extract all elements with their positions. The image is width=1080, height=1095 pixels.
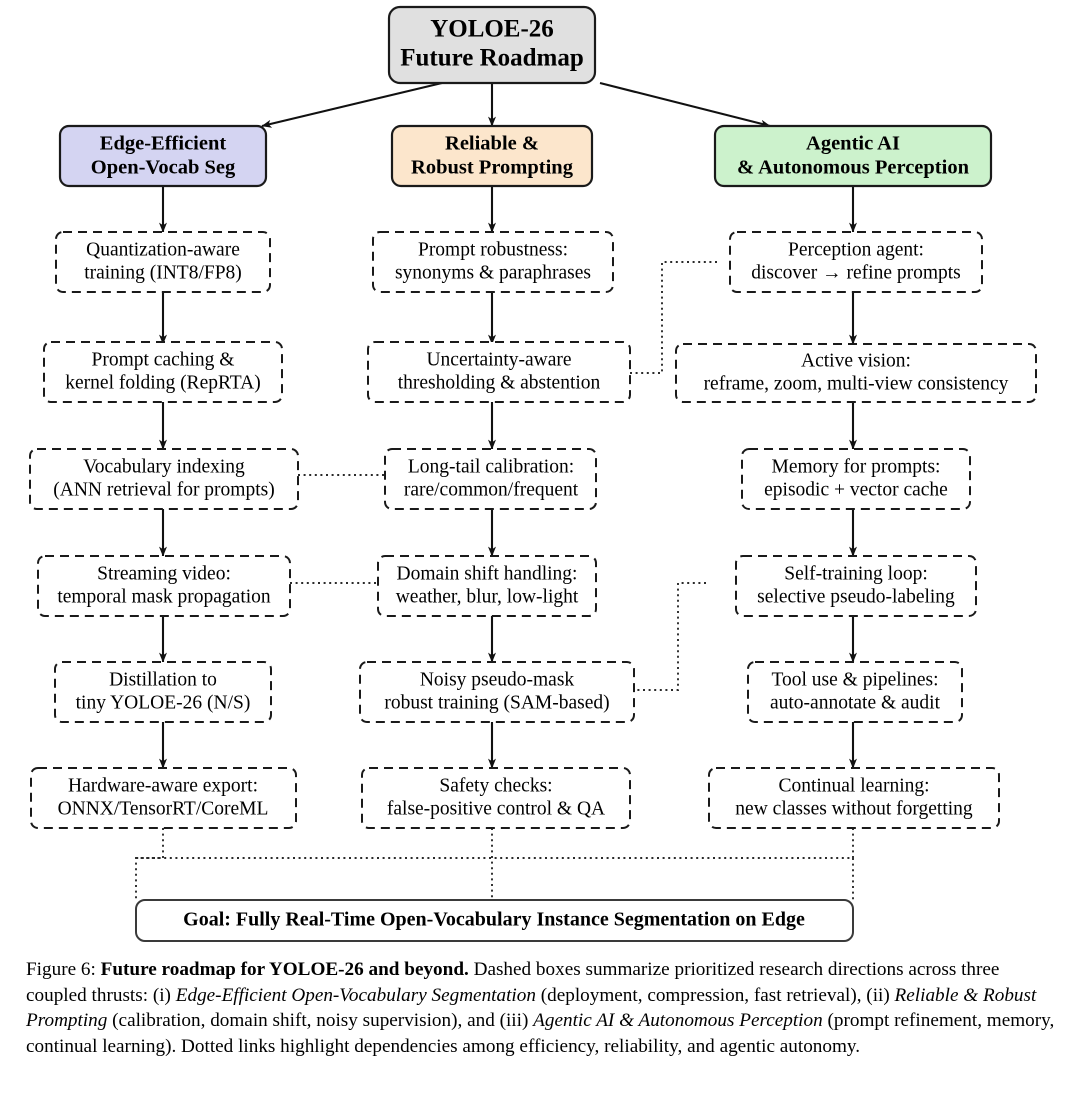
node-domain-shift-handling[interactable]: Domain shift handling: weather, blur, lo… (377, 555, 597, 617)
leaf-label-line-1: Noisy pseudo-mask (420, 669, 575, 690)
node-hardware-aware-export[interactable]: Hardware-aware export: ONNX/TensorRT/Cor… (30, 767, 297, 829)
leaf-label-line-1: Domain shift handling: (397, 563, 578, 584)
leaf-label-line-1: Prompt robustness: (418, 239, 568, 260)
pillar-agentic-line-1: Agentic AI (806, 133, 900, 155)
leaf-label-line-1: Distillation to (109, 669, 217, 690)
leaf-label-line-1: Perception agent: (788, 239, 924, 260)
leaf-label-line-2: tiny YOLOE-26 (N/S) (76, 692, 251, 713)
node-long-tail-calibration[interactable]: Long-tail calibration: rare/common/frequ… (384, 448, 597, 510)
node-goal[interactable]: Goal: Fully Real-Time Open-Vocabulary In… (135, 899, 854, 942)
connector-layer (135, 81, 857, 900)
node-uncertainty-aware-thresholding[interactable]: Uncertainty-aware thresholding & abstent… (367, 341, 631, 403)
node-pillar-reliable[interactable]: Reliable & Robust Prompting (390, 124, 594, 188)
caption-emphasis-1: Edge-Efficient Open-Vocabulary Segmentat… (175, 984, 536, 1006)
leaf-label-line-2: selective pseudo-labeling (757, 586, 955, 607)
node-prompt-robustness[interactable]: Prompt robustness: synonyms & paraphrase… (372, 231, 614, 293)
leaf-label-line-2: synonyms & paraphrases (395, 262, 591, 283)
roadmap-flowchart: YOLOE-26 Future Roadmap Edge-Efficient O… (29, 5, 1037, 942)
dotted-link-selftraining-to-noisymask (634, 582, 706, 691)
caption-emphasis-3: Agentic AI & Autonomous Perception (533, 1010, 823, 1032)
pillar-reliable-line-2: Robust Prompting (411, 157, 574, 179)
pillar-agentic-line-2: & Autonomous Perception (737, 157, 970, 179)
leaf-label-line-1: Memory for prompts: (772, 456, 941, 477)
caption-body-2: (deployment, compression, fast retrieval… (535, 984, 895, 1006)
leaf-label-line-2: new classes without forgetting (735, 798, 973, 819)
dotted-link-hardware-export-to-goal (135, 828, 164, 900)
leaf-label-line-2: training (INT8/FP8) (84, 262, 242, 283)
leaf-label-line-1: Self-training loop: (784, 563, 928, 584)
leaf-label-line-2: reframe, zoom, multi-view consistency (704, 373, 1009, 394)
leaf-label-line-1: Long-tail calibration: (408, 456, 574, 477)
leaf-label-line-2: discover → refine prompts (751, 262, 961, 283)
node-active-vision[interactable]: Active vision: reframe, zoom, multi-view… (675, 343, 1037, 403)
caption-body-1: Dashed boxes summarize prioritized resea… (26, 959, 1000, 1006)
leaf-label-line-1: Prompt caching & (92, 349, 235, 370)
caption-body-3: (calibration, domain shift, noisy superv… (107, 1010, 534, 1032)
root-title-line-1: YOLOE-26 (430, 16, 554, 43)
node-streaming-video[interactable]: Streaming video: temporal mask propagati… (37, 555, 291, 617)
node-noisy-pseudo-mask[interactable]: Noisy pseudo-mask robust training (SAM-b… (359, 661, 635, 723)
node-distillation-tiny-yoloe[interactable]: Distillation to tiny YOLOE-26 (N/S) (54, 661, 272, 723)
root-title-line-2: Future Roadmap (400, 45, 584, 72)
leaf-label-line-2: robust training (SAM-based) (384, 692, 609, 713)
caption-body-4: (prompt refinement, memory, continual le… (26, 1010, 1055, 1057)
edge-root-to-agentic-pillar (599, 81, 771, 128)
leaf-label-line-1: Quantization-aware (86, 239, 240, 260)
node-safety-checks[interactable]: Safety checks: false-positive control & … (361, 767, 631, 829)
caption-figure-label: Figure 6: (26, 959, 96, 980)
edge-root-to-edge-pillar (261, 81, 443, 128)
pillar-edge-line-1: Edge-Efficient (100, 133, 227, 155)
pillar-reliable-line-1: Reliable & (445, 133, 539, 155)
caption-emphasis-2: Reliable & Robust Prompting (26, 984, 1037, 1032)
node-tool-use-pipelines[interactable]: Tool use & pipelines: auto-annotate & au… (747, 661, 963, 723)
goal-label: Goal: Fully Real-Time Open-Vocabulary In… (183, 909, 805, 931)
node-continual-learning[interactable]: Continual learning: new classes without … (708, 767, 1000, 829)
node-self-training-loop[interactable]: Self-training loop: selective pseudo-lab… (735, 555, 977, 617)
node-perception-agent[interactable]: Perception agent: discover → refine prom… (729, 231, 983, 293)
leaf-label-line-2: weather, blur, low-light (396, 586, 579, 607)
leaf-label-line-1: Active vision: (801, 350, 911, 371)
leaf-label-line-1: Safety checks: (439, 775, 552, 796)
leaf-label-line-2: thresholding & abstention (398, 372, 601, 393)
node-quantization-aware-training[interactable]: Quantization-aware training (INT8/FP8) (55, 231, 271, 293)
leaf-label-line-1: Hardware-aware export: (68, 775, 258, 796)
leaf-label-line-2: auto-annotate & audit (770, 692, 941, 713)
figure-caption: Figure 6: Future roadmap for YOLOE-26 an… (26, 957, 1058, 1060)
leaf-label-line-2: episodic + vector cache (764, 479, 948, 500)
leaf-label-line-2: kernel folding (RepRTA) (65, 372, 260, 393)
node-pillar-edge[interactable]: Edge-Efficient Open-Vocab Seg (58, 124, 268, 188)
leaf-label-line-2: (ANN retrieval for prompts) (53, 479, 274, 500)
node-root[interactable]: YOLOE-26 Future Roadmap (387, 5, 597, 85)
node-memory-for-prompts[interactable]: Memory for prompts: episodic + vector ca… (741, 448, 971, 510)
leaf-label-line-1: Uncertainty-aware (426, 349, 571, 370)
dotted-link-continual-learning-to-goal (136, 828, 854, 859)
leaf-label-line-2: temporal mask propagation (57, 586, 271, 607)
leaf-label-line-1: Streaming video: (97, 563, 231, 584)
pillar-edge-line-2: Open-Vocab Seg (91, 157, 236, 179)
leaf-label-line-2: ONNX/TensorRT/CoreML (58, 798, 269, 819)
leaf-label-line-1: Continual learning: (778, 775, 929, 796)
caption-title: Future roadmap for YOLOE-26 and beyond. (100, 959, 469, 980)
node-pillar-agentic[interactable]: Agentic AI & Autonomous Perception (713, 124, 993, 188)
leaf-label-line-1: Vocabulary indexing (83, 456, 245, 477)
node-prompt-caching-kernel-folding[interactable]: Prompt caching & kernel folding (RepRTA) (43, 341, 283, 403)
leaf-label-line-2: false-positive control & QA (387, 798, 605, 819)
node-vocabulary-indexing[interactable]: Vocabulary indexing (ANN retrieval for p… (29, 448, 299, 510)
leaf-label-line-2: rare/common/frequent (404, 479, 579, 500)
leaf-label-line-1: Tool use & pipelines: (771, 669, 938, 690)
